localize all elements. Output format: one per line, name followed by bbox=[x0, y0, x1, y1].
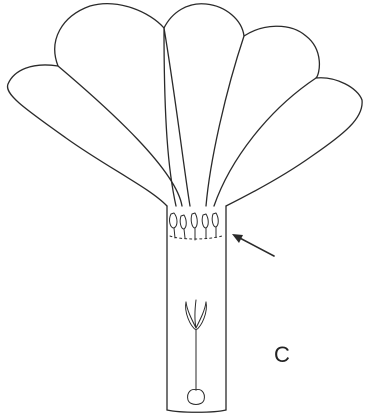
anther-4 bbox=[202, 214, 208, 228]
petal-division-line-2 bbox=[164, 28, 190, 206]
anther-5 bbox=[212, 213, 218, 227]
arrow-shaft bbox=[236, 236, 274, 256]
panel-label: C bbox=[274, 342, 290, 367]
tube-base bbox=[167, 410, 226, 412]
petal-division-line-4 bbox=[214, 78, 316, 206]
stigma-lobe-center bbox=[195, 300, 196, 328]
stamen-group bbox=[170, 213, 222, 240]
anther-2 bbox=[180, 215, 186, 229]
anther-1 bbox=[170, 213, 177, 228]
filament-2 bbox=[184, 229, 185, 238]
staminal-band bbox=[170, 236, 222, 239]
anther-3 bbox=[191, 213, 197, 228]
pistil bbox=[186, 300, 207, 405]
ovary bbox=[188, 389, 205, 404]
petal-division-line-5 bbox=[58, 66, 182, 206]
pointer-arrow bbox=[232, 234, 274, 256]
filament-1 bbox=[174, 228, 175, 238]
